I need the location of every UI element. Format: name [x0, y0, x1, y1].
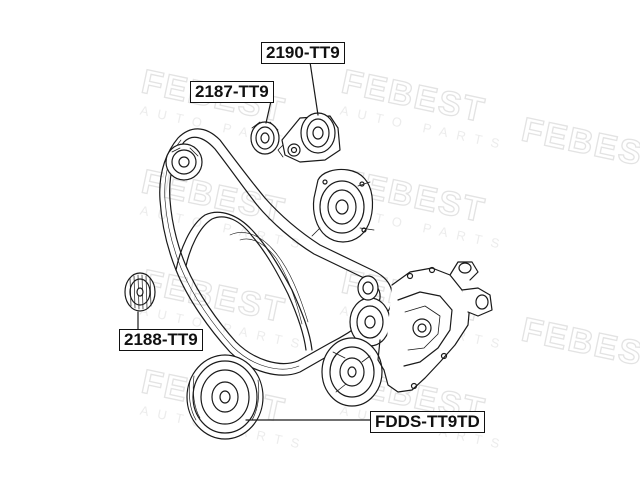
accessory-housing [377, 261, 493, 393]
callout-pulley-upper: 2187-TT9 [190, 81, 274, 103]
callout-crank: FDDS-TT9TD [370, 411, 485, 433]
ac-compressor-pulley [321, 337, 383, 407]
idler-pulley-upper [250, 121, 280, 155]
callout-idler: 2188-TT9 [119, 329, 203, 351]
callout-tensioner: 2190-TT9 [261, 42, 345, 64]
small-pulley-right [357, 275, 379, 301]
belt-tensioner [277, 112, 341, 163]
crankshaft-pulley [186, 354, 264, 440]
idler-pulley-lower [124, 272, 156, 312]
watermark-brand: FEBEST [518, 311, 640, 379]
watermark-brand: FEBEST [518, 111, 640, 179]
leader-lines [137, 61, 373, 421]
water-pump-pulley [311, 168, 375, 243]
belt-pulley-top-left [165, 143, 203, 181]
